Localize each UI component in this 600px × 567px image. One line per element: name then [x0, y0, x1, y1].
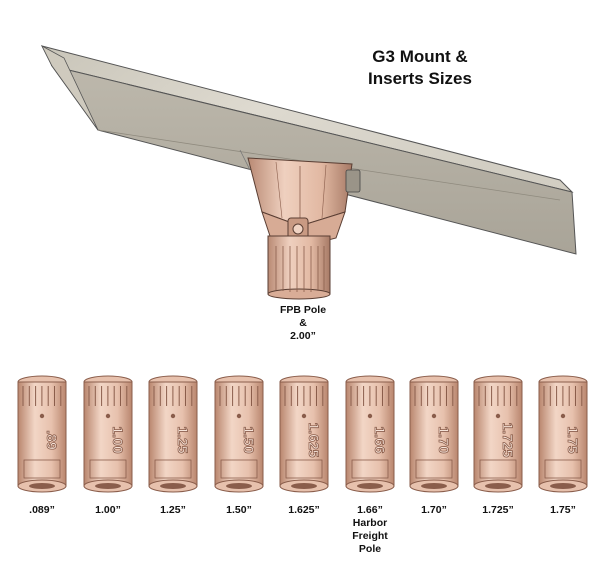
insert-drawing: 1.625: [279, 375, 329, 493]
insert-label-line: 1.00”: [95, 504, 121, 516]
insert-drawing: 1.50: [214, 375, 264, 493]
title-line-1: G3 Mount &: [372, 47, 468, 66]
insert-engraving: 1.00: [110, 426, 126, 453]
insert-8: 1.725 1.725”: [470, 372, 526, 516]
insert-engraving: 1.50: [241, 426, 257, 453]
mount-label-line: 2.00”: [290, 330, 316, 342]
insert-size-label: 1.75”: [525, 504, 600, 517]
insert-drawing: 1.70: [409, 375, 459, 493]
insert-size-label: 1.625”: [266, 504, 342, 517]
insert-engraving: 1.25: [175, 426, 191, 453]
diagram-title: G3 Mount & Inserts Sizes: [340, 46, 500, 90]
insert-size-label: 1.725”: [460, 504, 536, 517]
insert-size-label: 1.70”: [396, 504, 472, 517]
insert-label-line: 1.50”: [226, 504, 252, 516]
insert-drawing: 1.725: [473, 375, 523, 493]
insert-drawing: .89: [17, 375, 67, 493]
g3-mount-illustration: [41, 45, 577, 300]
insert-size-label: 1.25”: [135, 504, 211, 517]
mount-pole-label: FPB Pole & 2.00”: [258, 304, 348, 343]
insert-label-line: 1.625”: [288, 504, 320, 516]
mount-insert-2-00: [267, 235, 331, 300]
insert-9: 1.75 1.75”: [535, 372, 591, 516]
mount-label-line: &: [299, 317, 307, 329]
insert-engraving: 1.625: [306, 422, 322, 457]
inserts-row: .89 .089” 1.00 1.00” 1.25 1.25” 1.50 1.50” 1.625…: [0, 372, 600, 567]
insert-engraving: 1.66: [372, 426, 388, 453]
solar-panel: [41, 45, 577, 255]
insert-size-label: 1.50”: [201, 504, 277, 517]
insert-label-line: 1.75”: [550, 504, 576, 516]
insert-engraving: 1.725: [500, 422, 516, 457]
insert-engraving: .89: [44, 430, 60, 450]
insert-label-line: Harbor: [352, 517, 388, 529]
insert-drawing: 1.25: [148, 375, 198, 493]
insert-engraving: 1.70: [436, 426, 452, 453]
insert-5: 1.625 1.625”: [276, 372, 332, 516]
insert-label-line: 1.66”: [357, 504, 383, 516]
insert-drawing: 1.00: [83, 375, 133, 493]
insert-7: 1.70 1.70”: [406, 372, 462, 516]
insert-drawing: 1.75: [538, 375, 588, 493]
insert-label-line: 1.725”: [482, 504, 514, 516]
insert-label-line: Freight: [352, 530, 388, 542]
mount-label-line: FPB Pole: [279, 304, 327, 316]
insert-1: .89 .089”: [14, 372, 70, 516]
title-line-2: Inserts Sizes: [368, 69, 472, 88]
insert-3: 1.25 1.25”: [145, 372, 201, 516]
g3-mount: [247, 157, 361, 247]
insert-size-label: .089”: [4, 504, 80, 517]
insert-2: 1.00 1.00”: [80, 372, 136, 516]
insert-4: 1.50 1.50”: [211, 372, 267, 516]
insert-label-line: .089”: [29, 504, 55, 516]
insert-drawing: 1.66: [345, 375, 395, 493]
insert-label-line: Pole: [358, 543, 382, 555]
insert-label-line: 1.25”: [160, 504, 186, 516]
insert-engraving: 1.75: [565, 426, 581, 453]
insert-body: [214, 381, 264, 487]
insert-size-label: 1.00”: [70, 504, 146, 517]
insert-label-line: 1.70”: [421, 504, 447, 516]
